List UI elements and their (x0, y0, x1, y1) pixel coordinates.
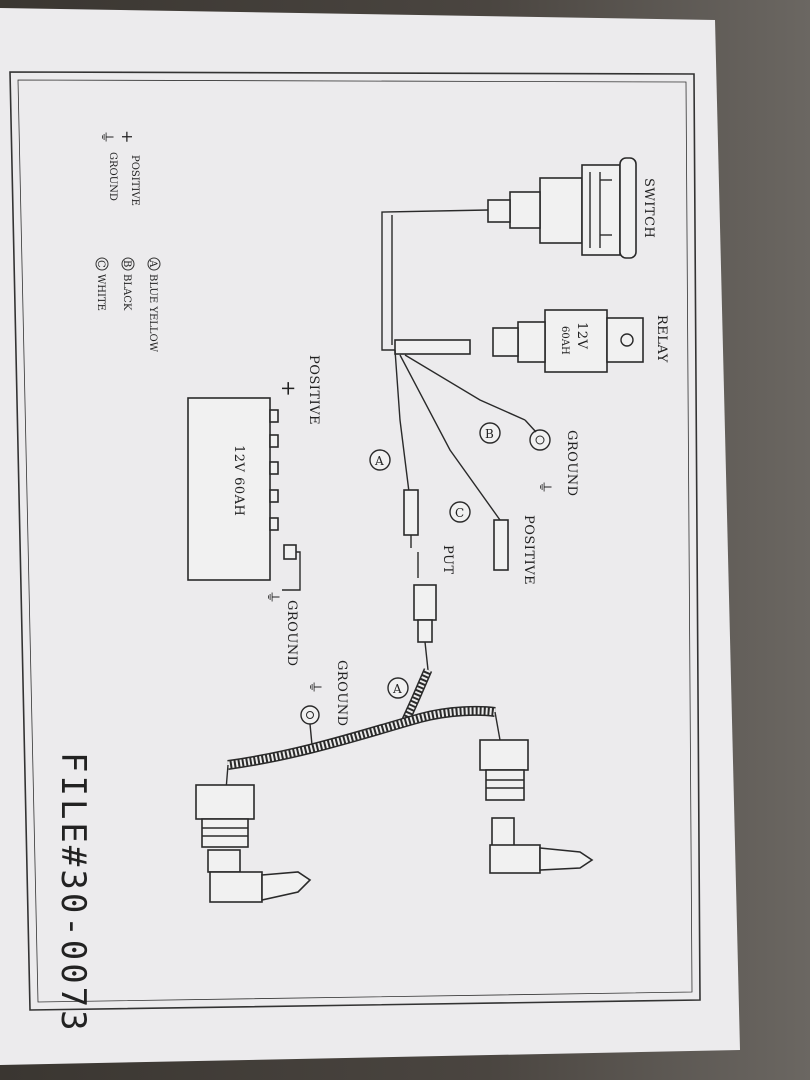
file-number: FILE#30-0073 (53, 752, 93, 1034)
battery-ground-label: GROUND (284, 600, 299, 667)
switch-component (487, 157, 637, 259)
svg-text:WHITE: WHITE (95, 274, 106, 311)
positive-fuse-label: POSITIVE (521, 515, 536, 585)
paper-sheet (0, 8, 740, 1065)
fuse-connector-left (403, 489, 419, 548)
svg-text:BLACK: BLACK (121, 274, 132, 311)
battery-positive-symbol: + (277, 380, 301, 397)
relay-rating-capacity: 60AH (559, 326, 570, 355)
legend-wire-c: C WHITE (95, 257, 109, 311)
fuse-connector-right (493, 519, 509, 571)
legend-ground-label: GROUND (107, 152, 118, 201)
inline-plug (413, 584, 437, 671)
braided-harness (225, 668, 501, 791)
battery-positive-label: POSITIVE (306, 355, 321, 425)
legend: + POSITIVE ⏚ GROUND A BLUE YELLOW B BLAC… (95, 130, 161, 353)
put-label: PUT (440, 545, 455, 575)
relay-ground-label: GROUND (564, 430, 579, 497)
legend-positive-symbol: + (118, 130, 137, 143)
svg-text:BLUE YELLOW: BLUE YELLOW (147, 274, 158, 353)
outer-border (9, 71, 701, 1011)
battery-component (187, 397, 301, 591)
svg-text:B: B (485, 427, 494, 441)
battery-rating: 12V 60AH (231, 445, 246, 516)
svg-text:A: A (392, 682, 402, 696)
harness-ground-symbol: ⏚ (306, 680, 322, 694)
harness-ground-terminal: ⏚ (300, 680, 322, 746)
svg-text:B: B (121, 260, 132, 267)
svg-text:C: C (95, 260, 106, 268)
relay-ground-terminal: ⏚ (524, 419, 552, 494)
relay-ground-symbol: ⏚ (536, 480, 552, 494)
marker-b: B (479, 422, 501, 444)
relay-label: RELAY (654, 315, 669, 363)
svg-text:A: A (374, 454, 384, 468)
relay-component (492, 309, 644, 373)
marker-a-lower: A (387, 677, 409, 699)
legend-wire-a: A BLUE YELLOW (147, 257, 161, 353)
harness-ground-label: GROUND (334, 660, 349, 727)
legend-ground-symbol: ⏚ (98, 130, 114, 144)
harness-wires (381, 209, 526, 521)
inner-border (17, 79, 693, 1003)
svg-text:A: A (147, 259, 158, 268)
legend-wire-b: B BLACK (121, 257, 135, 311)
switch-label: SWITCH (641, 178, 656, 238)
bulb-connector-left (195, 784, 312, 903)
svg-text:C: C (455, 506, 464, 520)
bulb-connector-right (479, 739, 594, 874)
legend-positive-label: POSITIVE (129, 155, 140, 206)
marker-a-upper: A (369, 449, 391, 471)
battery-ground-symbol: ⏚ (264, 590, 280, 604)
relay-rating-voltage: 12V (574, 322, 589, 350)
marker-c: C (449, 501, 471, 523)
